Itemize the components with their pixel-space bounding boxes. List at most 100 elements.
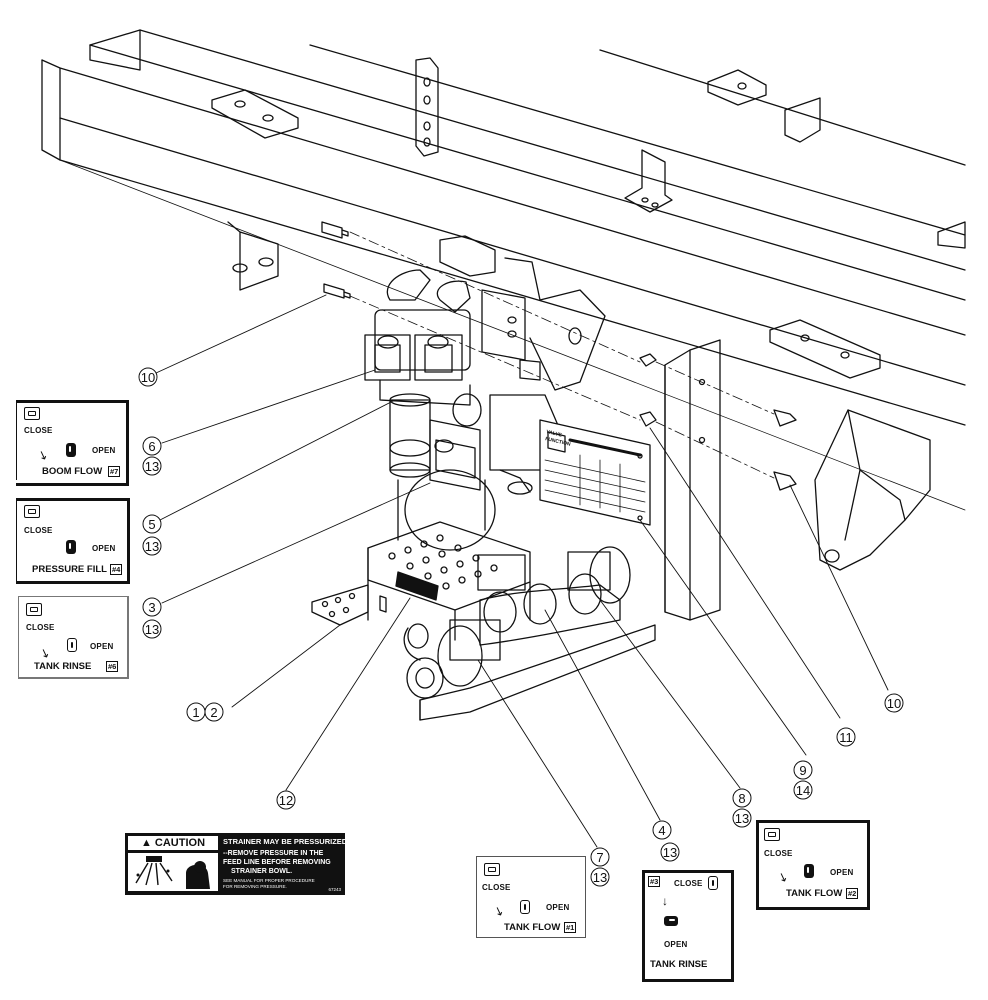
decal-number: #6: [106, 661, 119, 672]
callout-2: 2: [210, 705, 217, 720]
base-plate: [311, 584, 656, 721]
caution-code: 67243: [328, 887, 341, 892]
caution-line4: STRAINER BOWL.: [231, 868, 293, 875]
hitch-bracket: [814, 409, 931, 571]
open-label: OPEN: [90, 642, 114, 651]
callout-1: 1: [192, 705, 199, 720]
open-label: OPEN: [664, 940, 688, 949]
callout-14: 14: [796, 783, 810, 798]
callout-13-e: 13: [663, 845, 677, 860]
close-label: CLOSE: [26, 623, 55, 632]
lower-manifold: [403, 546, 631, 699]
decal-number: #2: [846, 888, 859, 899]
valve-icon: [484, 863, 500, 876]
decal-title: TANK RINSE: [34, 661, 92, 672]
valve-icon: [24, 407, 40, 420]
decal-frame: [476, 856, 586, 938]
close-label: CLOSE: [674, 879, 703, 888]
close-label: CLOSE: [24, 426, 53, 435]
callout-13-f: 13: [735, 811, 749, 826]
callout-10-left: 10: [141, 370, 155, 385]
decal-title: TANK FLOW: [504, 922, 561, 933]
callout-13-d: 13: [593, 870, 607, 885]
plate-title-line1: VALVE: [546, 429, 564, 439]
decal-number: #4: [110, 564, 123, 575]
caution-header: ▲ CAUTION: [128, 836, 218, 850]
frame-beam: [41, 29, 966, 511]
decal-number: #3: [648, 876, 661, 887]
decal-pressure-fill: CLOSE OPEN PRESSURE FILL #4: [16, 498, 130, 584]
warning-triangle-icon: ▲: [140, 837, 152, 849]
decal-title: TANK FLOW: [786, 888, 843, 899]
knob-open-icon: [67, 638, 77, 652]
fasteners: [321, 221, 797, 491]
upper-valves: [364, 269, 471, 406]
callout-13-c: 13: [145, 622, 159, 637]
rotation-arrow-icon: ↓: [662, 894, 668, 908]
callout-7: 7: [596, 850, 603, 865]
callout-3: 3: [148, 600, 155, 615]
leader-lines: [155, 294, 889, 848]
close-label: CLOSE: [24, 526, 53, 535]
caution-line6: FOR REMOVING PRESSURE.: [223, 884, 287, 889]
caution-line3: FEED LINE BEFORE REMOVING: [223, 859, 331, 866]
decal-tank-rinse-3: #3 CLOSE ↓ OPEN TANK RINSE: [642, 870, 734, 982]
valve-icon: [764, 828, 780, 841]
knob-closed-icon: [804, 864, 814, 878]
caution-decal: ▲ CAUTION STRAINER MAY BE PRESSURIZED. -…: [125, 833, 349, 895]
decal-title: PRESSURE FILL: [32, 564, 107, 575]
knob-closed-icon: [66, 540, 76, 554]
decal-number: #1: [564, 922, 577, 933]
decal-tank-flow-1: CLOSE OPEN ↘ TANK FLOW #1: [476, 856, 586, 938]
caution-header-text: CAUTION: [154, 837, 206, 849]
callout-4: 4: [658, 823, 665, 838]
decal-tank-rinse-6: CLOSE OPEN ↘ TANK RINSE #6: [18, 596, 129, 679]
callout-circles: [138, 367, 904, 887]
plate-title-line2: FUNCTION: [545, 436, 572, 448]
caution-line2: --REMOVE PRESSURE IN THE: [223, 850, 324, 857]
spray-hazard-pictogram: [128, 853, 218, 891]
open-label: OPEN: [92, 544, 116, 553]
decal-title: BOOM FLOW: [42, 466, 103, 477]
decal-frame: [16, 400, 129, 486]
valve-icon: [24, 505, 40, 518]
mounting-channel: [664, 339, 721, 621]
decal-number: #7: [108, 466, 121, 477]
decal-frame: [642, 870, 734, 982]
callout-8: 8: [738, 791, 745, 806]
decal-frame-left: [16, 400, 19, 480]
close-label: CLOSE: [764, 849, 793, 858]
beam-brackets: [211, 57, 966, 379]
decal-frame: [18, 596, 129, 679]
decal-tank-flow-2: CLOSE OPEN ↘ TANK FLOW #2: [756, 820, 870, 910]
decal-title: TANK RINSE: [650, 959, 708, 970]
callout-5: 5: [148, 517, 155, 532]
caution-line1: STRAINER MAY BE PRESSURIZED.: [223, 837, 350, 846]
valve-icon: [26, 603, 42, 616]
middle-plumbing: [389, 393, 561, 551]
knob-open-icon: [520, 900, 530, 914]
plate-text: VALVE FUNCTION: [545, 429, 572, 448]
caution-line5: SEE MANUAL FOR PROPER PROCEDURE: [223, 878, 315, 883]
top-mount-bracket: [439, 235, 606, 391]
knob-closed-icon: [664, 916, 678, 926]
callout-10-right: 10: [887, 696, 901, 711]
open-label: OPEN: [830, 868, 854, 877]
callout-13-b: 13: [145, 539, 159, 554]
decal-frame: [756, 820, 870, 910]
callout-13-a: 13: [145, 459, 159, 474]
open-label: OPEN: [92, 446, 116, 455]
open-label: OPEN: [546, 903, 570, 912]
callout-9: 9: [799, 763, 806, 778]
knob-open-icon: [708, 876, 718, 890]
valve-function-plate: [539, 419, 651, 526]
decal-boom-flow: CLOSE OPEN ↘ BOOM FLOW #7: [16, 400, 129, 486]
callout-labels: 10 6 13 5 13 3 13 1 2 12 7 13 4 13 8 13 …: [141, 370, 901, 885]
strainer-housing: [367, 521, 531, 641]
callout-11: 11: [839, 730, 853, 745]
callout-6: 6: [148, 439, 155, 454]
callout-12: 12: [279, 793, 293, 808]
knob-closed-icon: [66, 443, 76, 457]
